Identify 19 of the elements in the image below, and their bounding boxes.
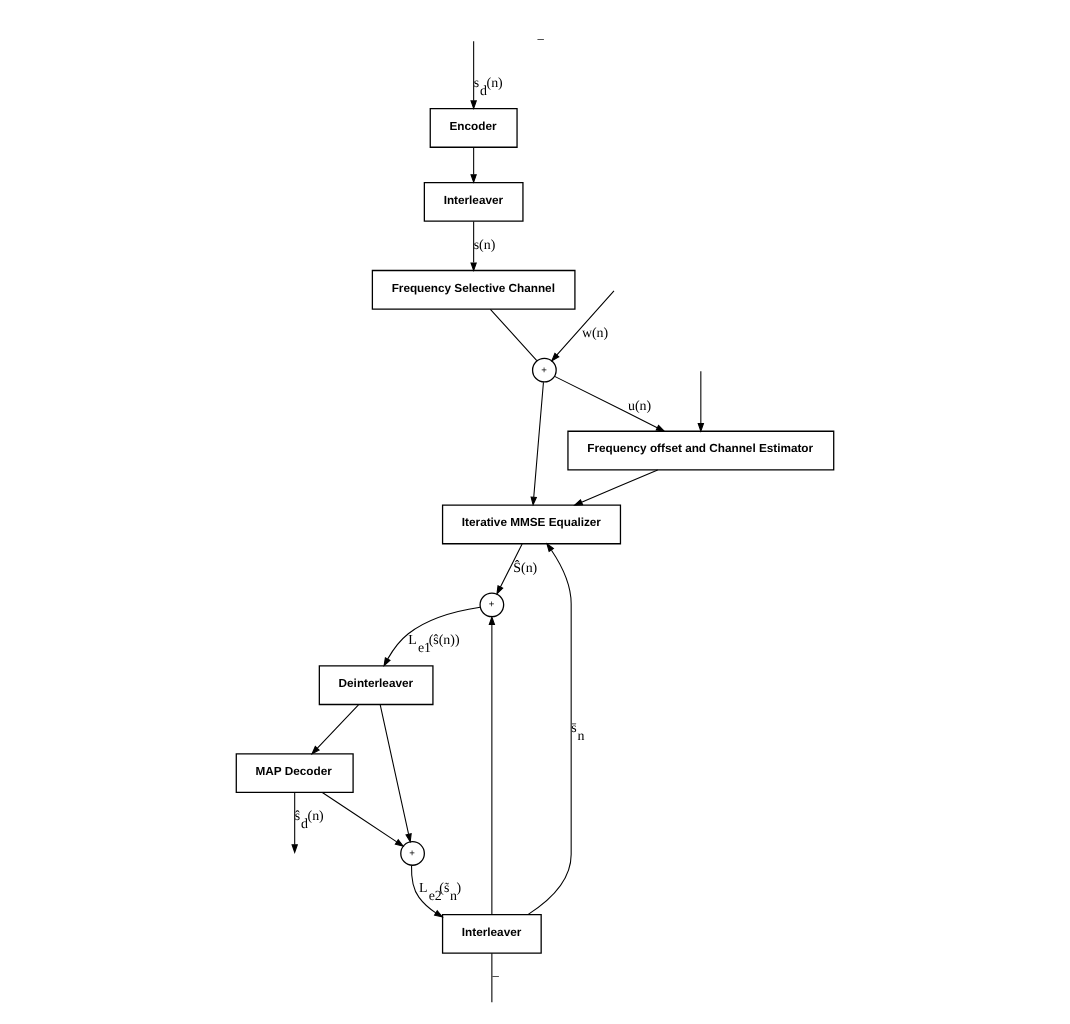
arrow	[530, 381, 544, 507]
arrow	[291, 792, 299, 854]
arrow	[573, 469, 659, 506]
connector	[489, 308, 538, 362]
arrow	[321, 791, 405, 847]
arrow	[470, 221, 478, 273]
arrow	[488, 615, 496, 915]
arrow	[527, 542, 572, 915]
arrow	[554, 375, 666, 432]
arrow	[410, 864, 444, 918]
arrow	[470, 147, 478, 184]
arrow	[379, 704, 412, 844]
arrow	[470, 40, 478, 110]
arrow	[496, 543, 523, 596]
arrow	[383, 606, 481, 667]
arrow	[550, 290, 615, 362]
arrow	[310, 704, 359, 755]
connector	[491, 952, 493, 1003]
arrow	[697, 370, 705, 433]
